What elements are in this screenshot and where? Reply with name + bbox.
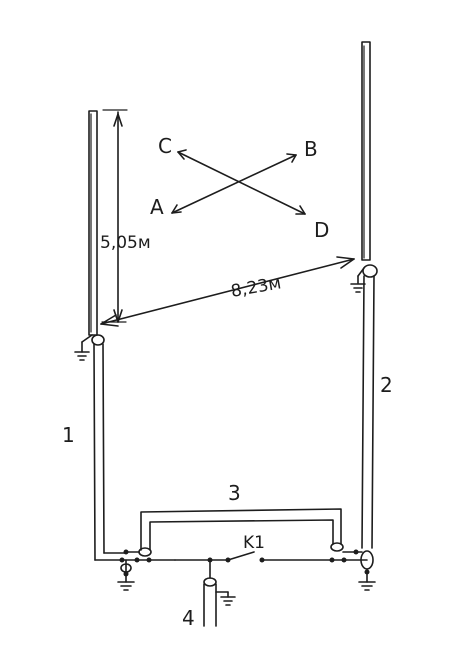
- cable-3: [140, 508, 342, 551]
- left-antenna: [88, 110, 98, 336]
- cable-2: [361, 275, 375, 549]
- right-bottom-ground-icon: [358, 573, 376, 591]
- label-1: 1: [62, 423, 75, 447]
- right-top-ground-icon: [350, 283, 366, 293]
- feeder-ground-icon: [220, 591, 236, 606]
- cable-4: [203, 559, 229, 627]
- left-feed-point: [81, 334, 105, 353]
- direction-a: A: [150, 195, 164, 219]
- switch-label: K1: [243, 533, 265, 553]
- spacing-dimension: [100, 256, 355, 327]
- right-antenna: [361, 41, 371, 261]
- label-3: 3: [228, 481, 241, 505]
- label-4: 4: [182, 606, 195, 630]
- direction-c: C: [158, 134, 172, 158]
- direction-b: B: [304, 137, 318, 161]
- height-label: 5,05м: [100, 233, 151, 253]
- cable-1: [93, 343, 126, 561]
- left-top-ground-icon: [74, 351, 90, 361]
- label-2: 2: [380, 373, 393, 397]
- right-junction: [261, 542, 374, 575]
- switch-k1: [174, 551, 265, 563]
- height-dimension: [101, 109, 128, 323]
- direction-d: D: [314, 218, 329, 242]
- left-bottom-ground-icon: [117, 575, 135, 591]
- left-junction: [119, 547, 176, 577]
- direction-cross: [171, 149, 306, 215]
- spacing-label: 8,23м: [229, 273, 282, 301]
- right-feed-point: [357, 264, 378, 284]
